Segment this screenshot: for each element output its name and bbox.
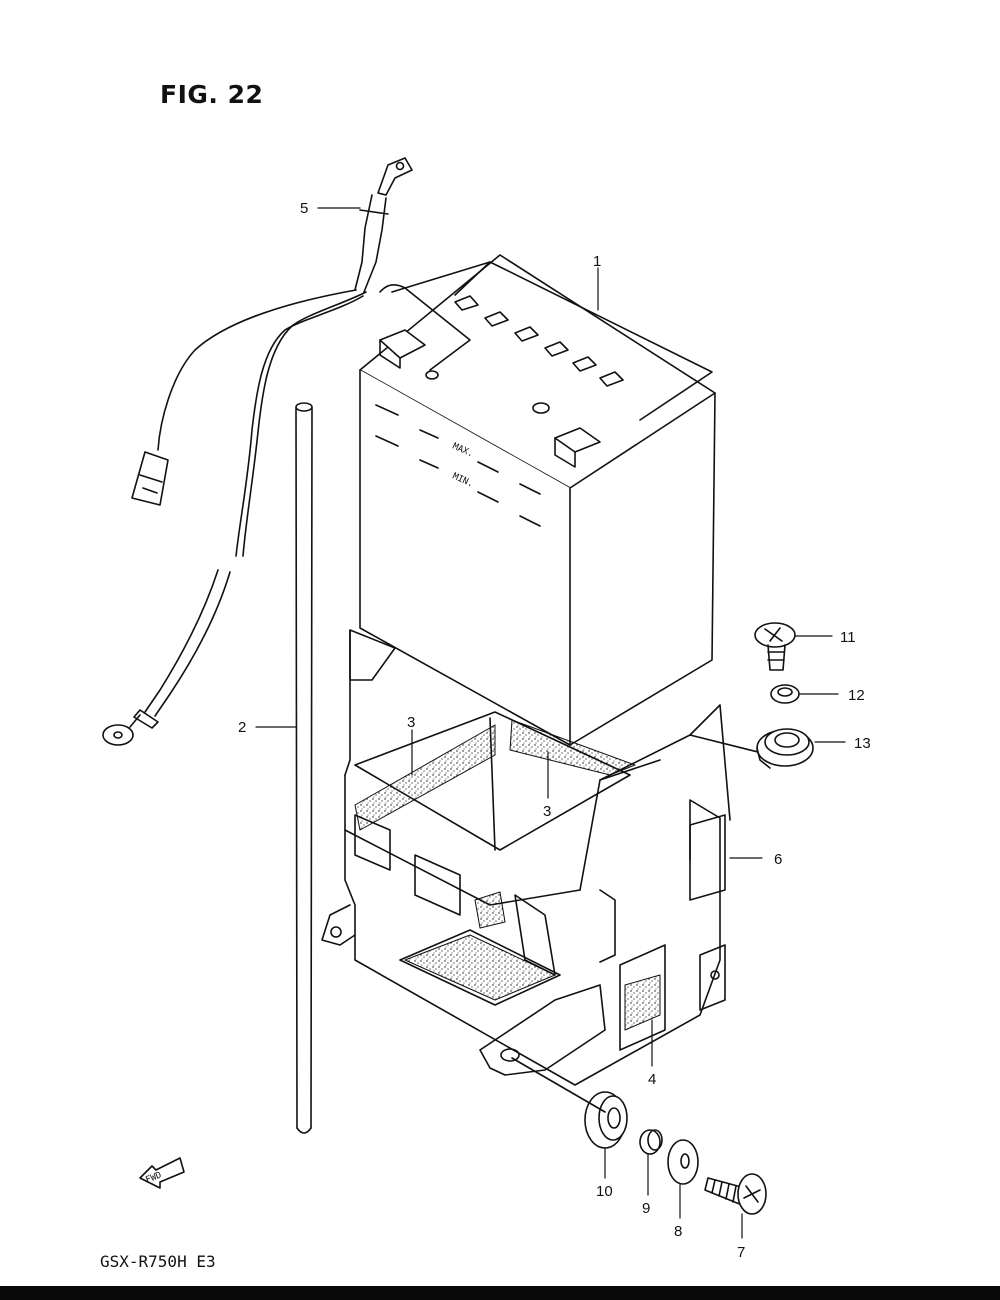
leader-lines <box>255 207 846 1239</box>
battery-cable <box>102 157 413 746</box>
assembly-line <box>511 1057 606 1113</box>
callout-13: 13 <box>854 735 871 752</box>
callout-6: 6 <box>774 851 782 868</box>
washer-8 <box>667 1139 699 1185</box>
battery <box>359 254 716 746</box>
screw-7 <box>704 1173 767 1215</box>
callout-1: 1 <box>593 253 601 270</box>
fwd-arrow-icon <box>139 1157 185 1189</box>
callout-labels: 5 1 2 3 3 6 4 11 12 13 10 9 8 7 <box>238 200 871 1261</box>
callout-2: 2 <box>238 719 246 736</box>
cushion-13 <box>756 728 814 769</box>
callout-9: 9 <box>642 1200 650 1217</box>
cushion-10 <box>584 1091 628 1149</box>
callout-3b: 3 <box>543 803 551 820</box>
cushion-pads <box>354 719 661 1031</box>
collar-9 <box>639 1129 663 1155</box>
collar-12 <box>770 684 800 704</box>
page-bottom-border <box>0 1286 1000 1300</box>
screw-11 <box>754 622 796 671</box>
callout-4: 4 <box>648 1071 656 1088</box>
callout-3a: 3 <box>407 714 415 731</box>
callout-11: 11 <box>840 629 856 646</box>
callout-5: 5 <box>300 200 308 217</box>
vent-tube <box>295 402 313 1134</box>
callout-7: 7 <box>737 1244 745 1261</box>
model-code: GSX-R750H E3 <box>100 1252 216 1271</box>
callout-8: 8 <box>674 1223 682 1240</box>
callout-10: 10 <box>596 1183 613 1200</box>
callout-12: 12 <box>848 687 865 704</box>
figure-title: FIG. 22 <box>160 80 264 109</box>
